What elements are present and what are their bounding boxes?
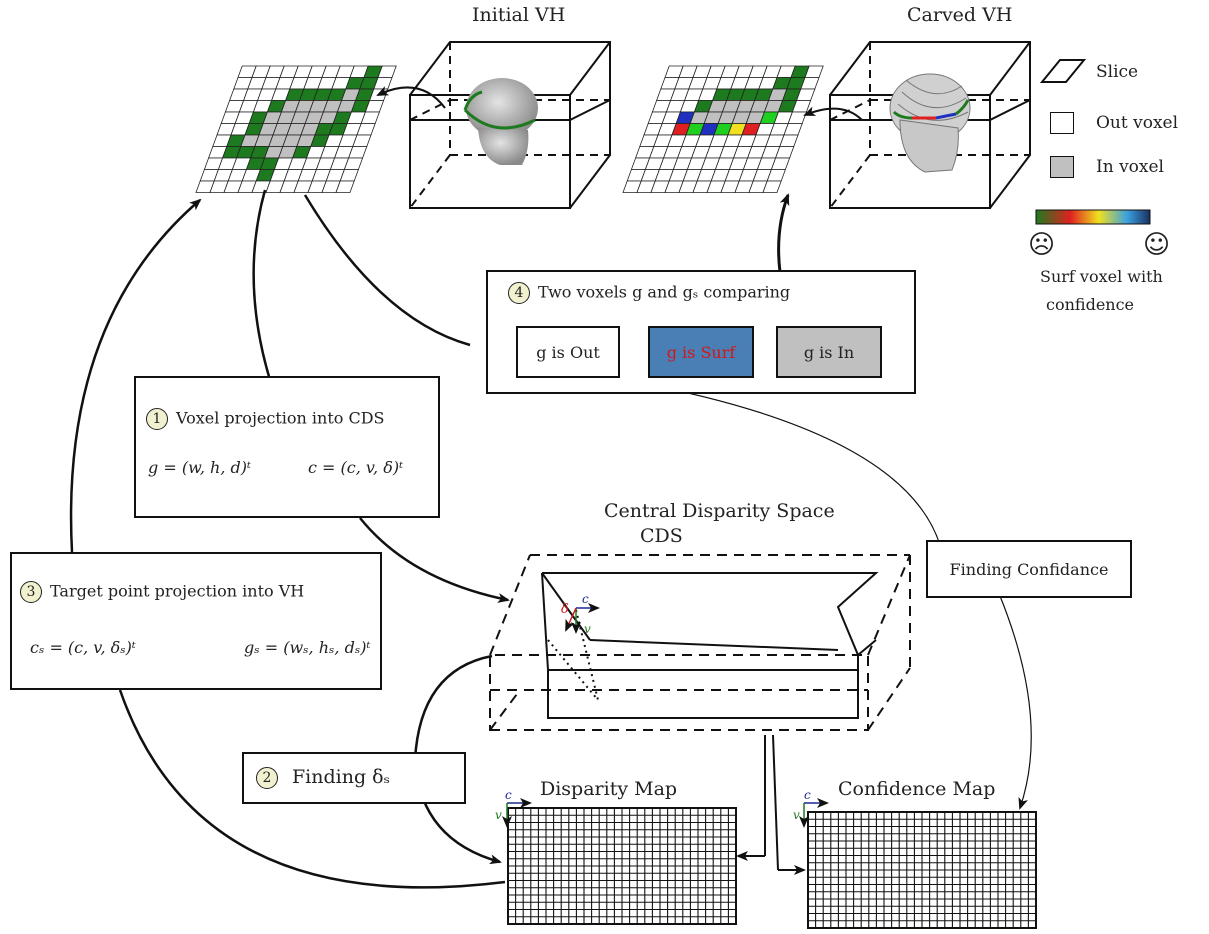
step2-box: 2 Finding δₛ: [242, 752, 466, 804]
step3-box: 3 Target point projection into VH cₛ = (c…: [10, 552, 382, 690]
carved-head-image: [889, 73, 971, 173]
step2-number-badge: 2: [256, 767, 278, 789]
sad-face-icon: ☹: [1028, 230, 1056, 260]
curve-slice-to-step1: [252, 189, 272, 381]
cds-axis-v: v: [584, 622, 591, 636]
initial-head-image: [463, 78, 538, 165]
voxel-cell: [762, 180, 782, 193]
curve-slice-to-step4: [303, 194, 471, 347]
confidence-map-title: Confidence Map: [838, 778, 996, 800]
step1-box: 1 Voxel projection into CDS g = (w, h, d)…: [134, 376, 440, 518]
step3-number-badge: 3: [20, 581, 42, 603]
arrow-step4-to-carved: [777, 193, 790, 273]
disparity-axes: [502, 798, 532, 828]
curve-step3-to-disparity: [118, 689, 506, 889]
cds-box: [489, 554, 911, 731]
legend-in-label: In voxel: [1096, 157, 1164, 177]
legend-out-swatch: [1050, 112, 1074, 134]
arrow-step1-to-cds: [359, 517, 510, 603]
initial-slice-grid: [195, 65, 397, 193]
disparity-map-grid: [507, 807, 737, 925]
step4-number-badge: 4: [508, 282, 530, 304]
step2-title: Finding δₛ: [292, 766, 391, 788]
disparity-axis-v: v: [495, 808, 502, 822]
carved-slice-grid: [622, 65, 824, 193]
confidence-axis-c: c: [804, 788, 811, 802]
step1-number-badge: 1: [146, 408, 168, 430]
arrow-step3-to-slice: [69, 198, 202, 553]
legend-out-label: Out voxel: [1096, 113, 1179, 133]
carved-vh-box: [829, 41, 1031, 209]
confidence-axes: [799, 798, 829, 828]
legend-in-swatch: [1050, 156, 1074, 178]
legend-surf-line2: confidence: [1046, 295, 1135, 314]
cds-abbr: CDS: [640, 525, 683, 547]
step3-right-formula: gₛ = (wₛ, hₛ, dₛ)ᵗ: [244, 638, 371, 657]
cds-to-confidence-line: [772, 734, 779, 871]
step1-right-formula: c = (c, v, δ)ᵗ: [308, 458, 404, 477]
carved-vh-title: Carved VH: [907, 4, 1013, 26]
step4-title: Two voxels g and gₛ comparing: [538, 282, 791, 302]
arrow-confidence-to-map: [999, 595, 1032, 810]
cds-axis-delta: δ: [561, 602, 569, 617]
legend-surf-line1: Surf voxel with: [1040, 267, 1163, 286]
option-surf: g is Surf: [648, 326, 754, 378]
cds-title: Central Disparity Space: [604, 500, 835, 522]
initial-vh-box: [409, 41, 611, 209]
step1-title: Voxel projection into CDS: [176, 408, 385, 428]
legend-slice-shape: [1039, 59, 1087, 83]
step3-title: Target point projection into VH: [50, 581, 305, 601]
disparity-axis-c: c: [505, 788, 512, 802]
finding-confidence-box: Finding Confidance: [926, 540, 1132, 598]
confidence-map-grid: [807, 811, 1037, 929]
voxel-cell: [335, 180, 355, 193]
step1-left-formula: g = (w, h, d)ᵗ: [148, 458, 251, 477]
option-in: g is In: [776, 326, 882, 378]
confidence-gradient-bar: [1035, 209, 1151, 225]
arrow-carved-to-slice: [803, 106, 863, 121]
cds-axis-c: c: [582, 592, 589, 606]
step3-left-formula: cₛ = (c, v, δₛ)ᵗ: [30, 638, 136, 657]
option-out: g is Out: [516, 326, 620, 378]
initial-vh-title: Initial VH: [472, 4, 566, 26]
disparity-map-title: Disparity Map: [540, 778, 678, 800]
arrow-vh-to-slice: [376, 86, 446, 109]
cds-axes: [565, 603, 600, 634]
happy-face-icon: ☺: [1143, 230, 1171, 260]
confidence-axis-v: v: [793, 808, 800, 822]
legend-slice-label: Slice: [1096, 62, 1139, 82]
